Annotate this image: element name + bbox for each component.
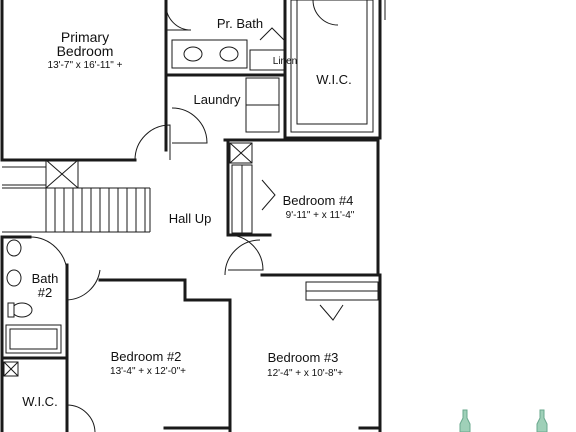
inner-lines: [2, 0, 386, 377]
fixtures: [6, 46, 239, 318]
toilet-icon: [11, 302, 33, 318]
primary-bedroom-dims: 13'-7" x 16'-11" +: [48, 60, 123, 71]
bedroom4-dims: 9'-11" + x 11'-4": [286, 210, 355, 221]
bath2-label: Bath: [32, 271, 59, 286]
walls: [0, 0, 382, 432]
bedroom2-dims: 13'-4" + x 12'-0"+: [110, 366, 186, 377]
sink-icon: [6, 239, 22, 257]
bedroom3-label: Bedroom #3: [268, 350, 339, 365]
hall-up-label: Hall Up: [169, 211, 212, 226]
sink-icon: [6, 269, 22, 287]
bedroom3-dims: 12'-4" + x 10'-8"+: [267, 368, 343, 379]
laundry-label: Laundry: [194, 92, 241, 107]
bedroom4-label: Bedroom #4: [283, 193, 354, 208]
room-labels: Primary Bedroom 13'-7" x 16'-11" + Pr. B…: [22, 16, 354, 409]
bottle-icon: [536, 409, 548, 432]
bottle-icons: [459, 409, 548, 432]
sink-icon: [219, 46, 239, 62]
linen-label: Linen: [273, 56, 297, 67]
bedroom2-label: Bedroom #2: [111, 349, 182, 364]
bottle-icon: [459, 409, 471, 432]
sink-icon: [183, 46, 203, 62]
wic-top-label: W.I.C.: [316, 72, 351, 87]
pr-bath-label: Pr. Bath: [217, 16, 263, 31]
primary-bedroom-label: Primary: [61, 29, 109, 45]
bath2-label: #2: [38, 285, 52, 300]
wic-bottom-label: W.I.C.: [22, 394, 57, 409]
primary-bedroom-label: Bedroom: [57, 43, 114, 59]
doors: [29, 0, 344, 432]
